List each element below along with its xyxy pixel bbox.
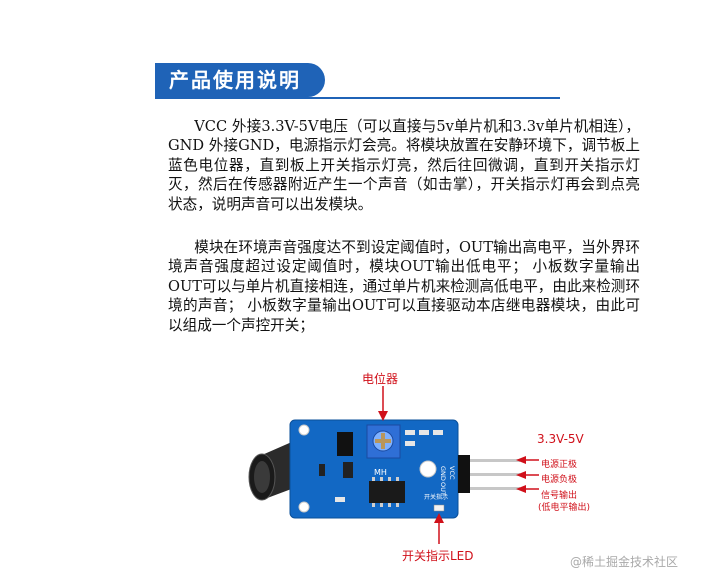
comparator-ic (369, 477, 405, 507)
section-title: 产品使用说明 (169, 68, 301, 92)
potentiometer-label: 电位器 (362, 372, 399, 386)
board-pin-gnd: GND (439, 466, 447, 481)
header-underline (155, 97, 560, 99)
board-pin-vcc: VCC (448, 466, 456, 480)
annotation-arrows (378, 386, 539, 544)
instruction-paragraph-2: 模块在环境声音强度达不到设定阈值时，OUT输出高电平，当外界环境声音强度超过设定… (168, 239, 641, 334)
switch-led (433, 504, 445, 512)
pcb-board: MH VCC GND OUT 开关指示 (289, 419, 459, 519)
instruction-paragraph-1: VCC 外接3.3V-5V电压（可以直接与5v单片机和3.3v单片机相连）， G… (168, 118, 640, 213)
microphone-capsule (248, 441, 294, 501)
board-pin-out: OUT (439, 482, 447, 496)
pin-out-note: (低电平输出) (538, 503, 591, 513)
section-header: 产品使用说明 (155, 63, 325, 97)
board-switch-text: 开关指示 (424, 493, 448, 501)
voltage-label: 3.3V-5V (537, 432, 584, 446)
potentiometer (366, 424, 401, 459)
watermark: @稀土掘金技术社区 (570, 555, 679, 569)
switch-led-label: 开关指示LED (402, 549, 474, 563)
header-pins (458, 455, 520, 493)
board-mh-label: MH (374, 468, 387, 477)
pin-vcc-label: 电源正极 (541, 460, 578, 470)
pin-out-label: 信号输出 (541, 491, 578, 501)
pin-gnd-label: 电源负极 (541, 475, 578, 485)
